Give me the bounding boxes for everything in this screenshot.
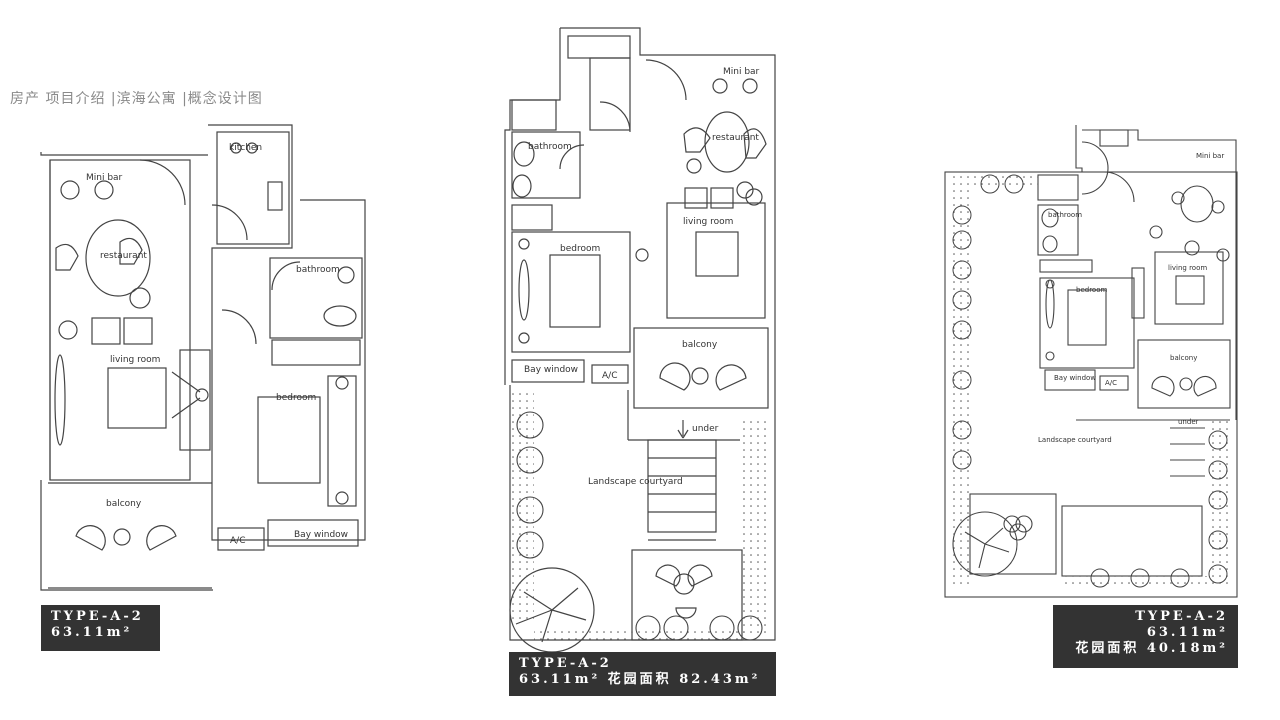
svg-text:bathroom: bathroom [1048, 211, 1082, 219]
svg-text:Mini bar: Mini bar [723, 67, 760, 77]
svg-text:restaurant: restaurant [100, 251, 147, 261]
type-code: TYPE-A-2 [519, 656, 612, 671]
svg-text:living room: living room [110, 355, 160, 365]
svg-text:under: under [1178, 418, 1199, 426]
svg-text:living room: living room [1168, 264, 1207, 272]
svg-text:bathroom: bathroom [528, 142, 572, 152]
svg-text:Mini bar: Mini bar [86, 173, 123, 183]
svg-text:Bay window: Bay window [1054, 374, 1096, 382]
svg-text:bedroom: bedroom [560, 244, 600, 254]
svg-text:restaurant: restaurant [712, 133, 759, 143]
svg-text:balcony: balcony [106, 499, 142, 509]
type-label-1: TYPE-A-2 63.11m² [41, 605, 160, 651]
svg-text:bathroom: bathroom [296, 265, 340, 275]
type-code: TYPE-A-2 [1135, 609, 1228, 624]
svg-text:kitchen: kitchen [229, 143, 262, 153]
svg-text:Landscape courtyard: Landscape courtyard [588, 477, 683, 487]
svg-text:Mini bar: Mini bar [1196, 152, 1224, 160]
svg-text:bedroom: bedroom [1076, 286, 1107, 294]
area-value: 63.11m² [51, 625, 133, 640]
svg-text:Landscape courtyard: Landscape courtyard [1038, 436, 1112, 444]
svg-text:A/C: A/C [602, 371, 617, 381]
svg-text:A/C: A/C [230, 536, 245, 546]
svg-text:Bay window: Bay window [524, 365, 578, 375]
svg-text:living room: living room [683, 217, 733, 227]
svg-text:A/C: A/C [1105, 379, 1117, 387]
type-code: TYPE-A-2 [51, 609, 144, 624]
area-value: 63.11m² [1146, 625, 1228, 640]
svg-text:Bay window: Bay window [294, 530, 348, 540]
type-label-2: TYPE-A-2 63.11m² 花园面积 82.43m² [509, 652, 776, 696]
garden-area-value: 花园面积 40.18m² [1075, 641, 1228, 656]
type-label-3: TYPE-A-2 63.11m² 花园面积 40.18m² [1053, 605, 1238, 668]
svg-text:balcony: balcony [682, 340, 718, 350]
page-header: 房产 项目介绍 |滨海公寓 |概念设计图 [10, 91, 263, 107]
area-value: 63.11m² 花园面积 82.43m² [519, 672, 761, 687]
svg-text:bedroom: bedroom [276, 393, 316, 403]
svg-text:under: under [692, 424, 719, 434]
svg-text:balcony: balcony [1170, 354, 1197, 362]
